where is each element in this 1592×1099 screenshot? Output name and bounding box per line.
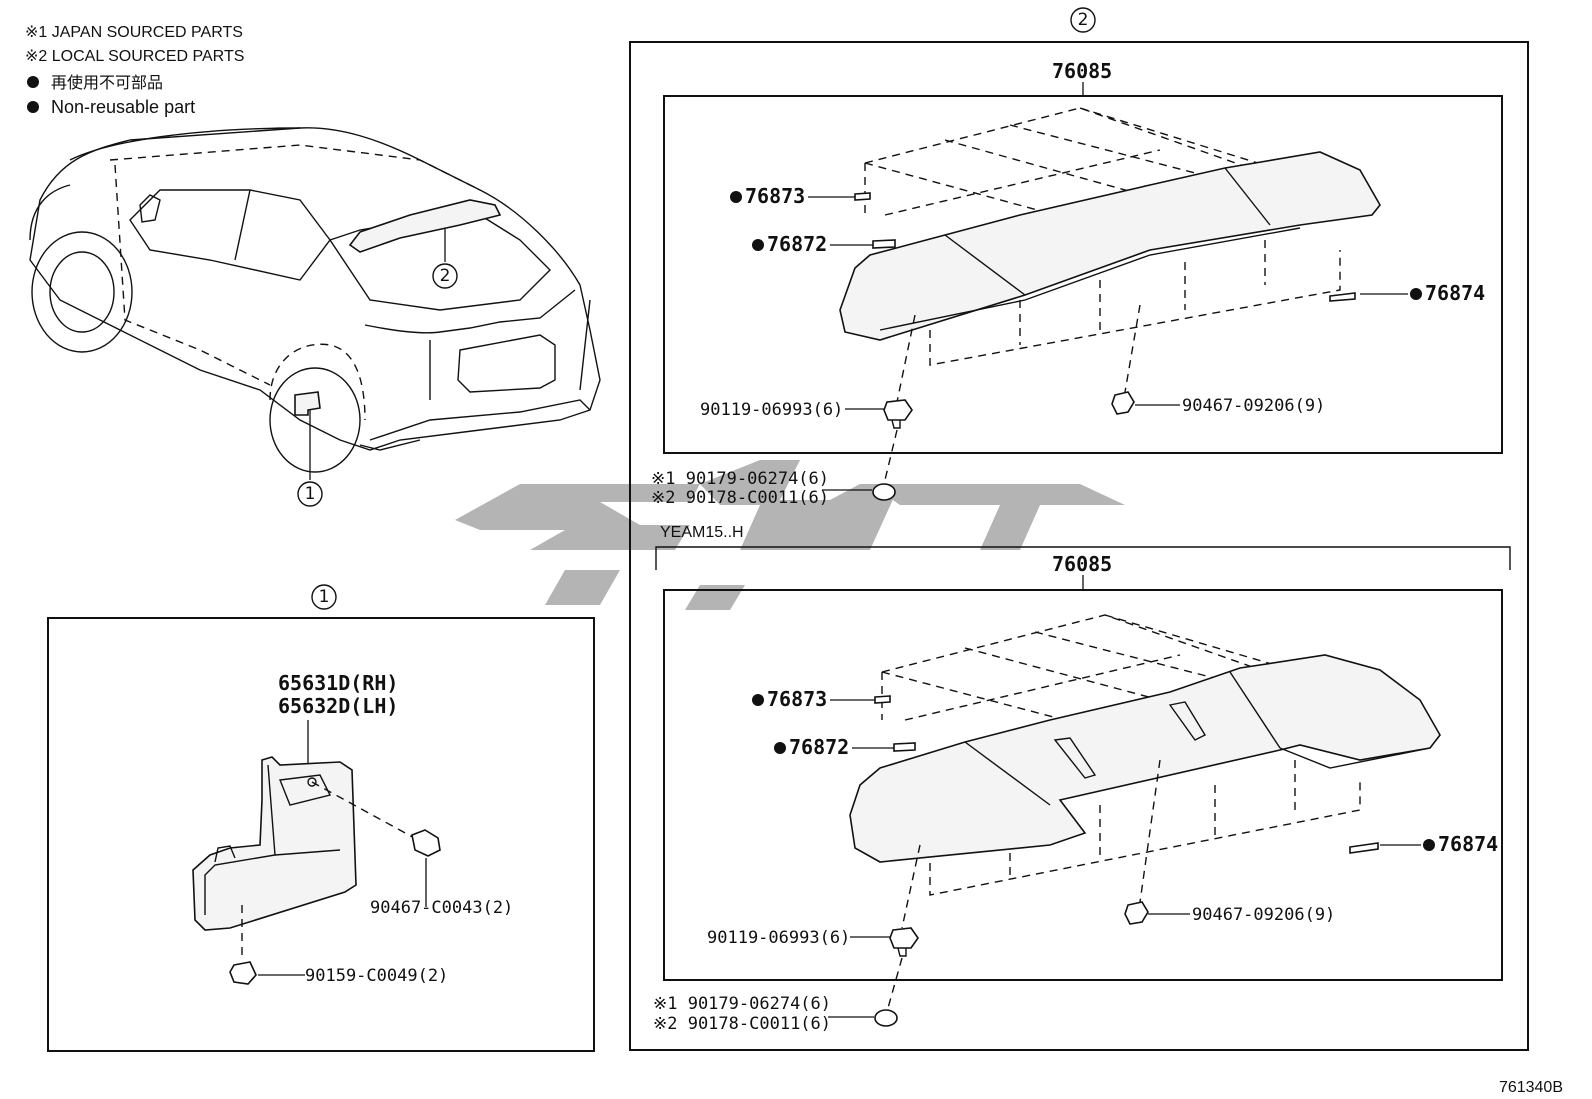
part-90179-06274-lower-label: ※1 90179-06274(6) (653, 994, 831, 1014)
section-1-callout-label: 1 (319, 587, 330, 607)
part-76872-upper-label: 76872 (767, 232, 827, 256)
clip-90467-C0043 (411, 829, 441, 857)
legend: ※1 JAPAN SOURCED PARTS ※2 LOCAL SOURCED … (25, 24, 244, 117)
part-90178-C0011-lower-label: ※2 90178-C0011(6) (653, 1014, 831, 1034)
upper-spoiler-frame (663, 95, 1503, 454)
legend-non-reusable-en: Non-reusable part (51, 97, 195, 117)
callout-2-marker (432, 263, 458, 289)
section-2-frame (629, 41, 1529, 1051)
non-reusable-dot-icon (774, 742, 786, 754)
section-1-mudguard: 1 65631D(RH) 65632D(LH) 90467-C0043(2) 9… (47, 584, 595, 1052)
clip-90119-06993-lower (889, 927, 919, 949)
section-2-callout (1070, 7, 1096, 33)
part-76874-lower-label: 76874 (1438, 832, 1498, 856)
non-reusable-dot-icon (27, 101, 39, 113)
part-76872-lower-label: 76872 (789, 735, 849, 759)
legend-japan-sourced: ※1 JAPAN SOURCED PARTS (25, 24, 243, 41)
screw-90159-C0049 (229, 961, 257, 985)
section-1-frame (47, 617, 595, 1052)
callout-2-label: 2 (440, 266, 451, 286)
legend-non-reusable-jp: 再使用不可部品 (51, 74, 163, 92)
part-90159-C0049-label: 90159-C0049(2) (305, 966, 448, 986)
part-90179-06274-upper-label: ※1 90179-06274(6) (651, 469, 829, 489)
upper-spoiler-part (839, 151, 1381, 341)
drawing-number: 761340B (1499, 1079, 1563, 1096)
part-90119-06993-upper-label: 90119-06993(6) (700, 400, 843, 420)
section-1-callout (311, 584, 337, 610)
non-reusable-dot-icon (1423, 839, 1435, 851)
part-76873-lower-label: 76873 (767, 687, 827, 711)
part-76085-lower-label: 76085 (1052, 552, 1112, 576)
part-90467-C0043-label: 90467-C0043(2) (370, 898, 513, 918)
legend-local-sourced: ※2 LOCAL SOURCED PARTS (25, 48, 244, 65)
section-2-spoiler: 2 76085 76873 76872 76874 (629, 7, 1529, 1051)
clip-90119-06993-upper (883, 399, 913, 421)
clip-90467-09206-upper (1111, 391, 1135, 415)
variant-yeam15-label: YEAM15..H (660, 524, 744, 541)
grommet-90179-upper (872, 483, 896, 501)
callout-1-marker (297, 481, 323, 507)
non-reusable-dot-icon (752, 239, 764, 251)
part-76085-upper-label: 76085 (1052, 59, 1112, 83)
non-reusable-dot-icon (27, 76, 39, 88)
vehicle-overview-illustration (29, 127, 601, 480)
lower-spoiler-frame (663, 589, 1503, 981)
part-76873-upper-label: 76873 (745, 184, 805, 208)
non-reusable-dot-icon (730, 191, 742, 203)
lower-spoiler-part (849, 654, 1441, 863)
non-reusable-dot-icon (752, 694, 764, 706)
part-90119-06993-lower-label: 90119-06993(6) (707, 928, 850, 948)
callout-1-label: 1 (305, 484, 316, 504)
part-76874-upper-label: 76874 (1425, 281, 1485, 305)
watermark-logo (455, 460, 1125, 610)
part-90467-09206-lower-label: 90467-09206(9) (1192, 905, 1335, 925)
part-65632D-label: 65632D(LH) (278, 694, 398, 718)
non-reusable-dot-icon (1410, 288, 1422, 300)
clip-90467-09206-lower (1124, 901, 1149, 925)
part-90467-09206-upper-label: 90467-09206(9) (1182, 396, 1325, 416)
part-90178-C0011-upper-label: ※2 90178-C0011(6) (651, 488, 829, 508)
grommet-90179-lower (874, 1009, 898, 1027)
section-2-callout-label: 2 (1078, 10, 1089, 30)
part-65631D-label: 65631D(RH) (278, 671, 398, 695)
